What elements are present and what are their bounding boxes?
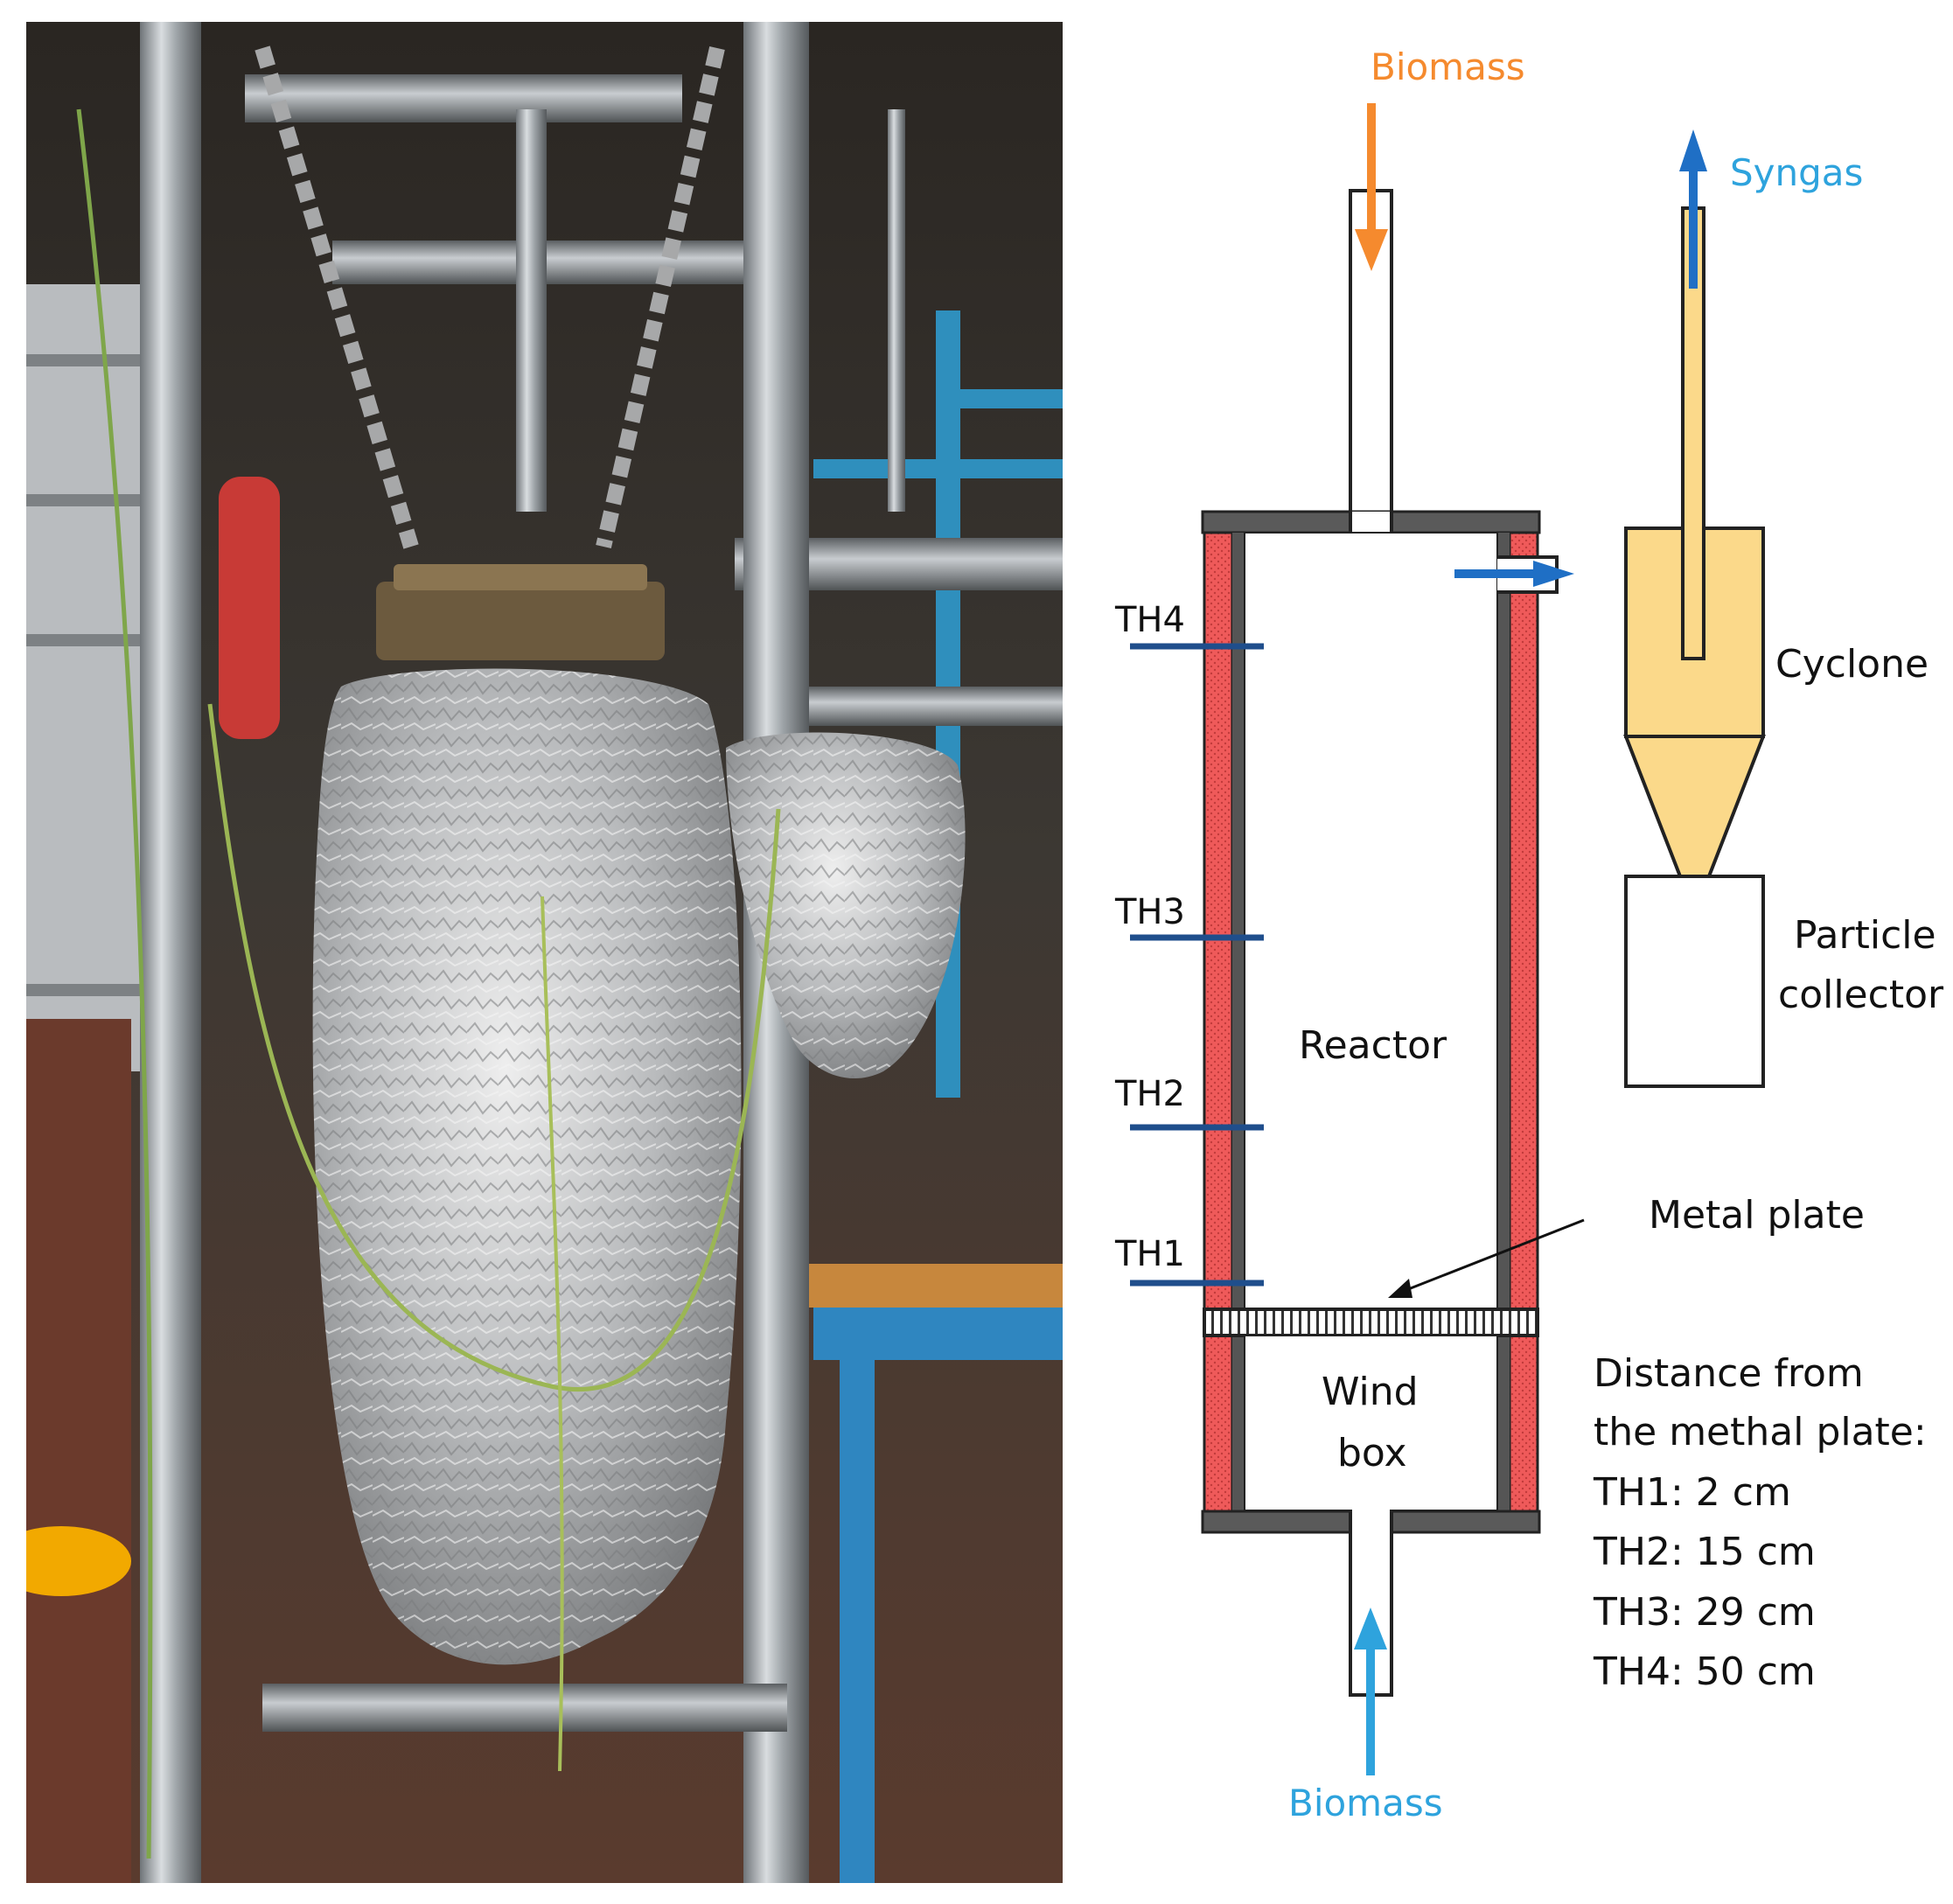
thermocouple-th4: TH4 (1114, 600, 1264, 650)
biomass-top-arrow (1355, 103, 1388, 271)
th3-label: TH3 (1114, 892, 1185, 932)
wind-box-label-line2: box (1337, 1431, 1407, 1475)
reactor-schematic: Biomass Biomass TH4 TH3 (1114, 45, 1944, 1824)
particle-collector-label-line2: collector (1778, 973, 1944, 1017)
outlet-arrow (1454, 561, 1574, 587)
metal-plate-pointer (1394, 1218, 1585, 1296)
distance-title-line1: Distance from (1594, 1351, 1864, 1396)
wind-box-label-line1: Wind (1322, 1370, 1419, 1414)
distance-th2: TH2: 15 cm (1593, 1530, 1816, 1574)
biomass-top-label: Biomass (1371, 45, 1525, 88)
distance-th1: TH1: 2 cm (1593, 1470, 1791, 1515)
reactor-photo (26, 22, 1063, 1883)
reactor-chamber (1244, 532, 1498, 1325)
particle-collector (1624, 875, 1765, 1088)
wall-right (1497, 533, 1510, 1512)
reactor-label: Reactor (1299, 1023, 1447, 1068)
metal-plate-label: Metal plate (1649, 1193, 1865, 1238)
wind-box (1244, 1335, 1498, 1511)
thermocouple-th1: TH1 (1114, 1234, 1264, 1287)
cyclone-label: Cyclone (1775, 642, 1929, 687)
thermocouple-th2: TH2 (1114, 1074, 1264, 1131)
biomass-bottom-label: Biomass (1288, 1782, 1443, 1824)
insulation-left (1203, 531, 1234, 1514)
th2-label: TH2 (1114, 1074, 1185, 1114)
particle-collector-label-line1: Particle (1794, 913, 1936, 958)
thermocouple-th3: TH3 (1114, 892, 1264, 941)
distance-th3: TH3: 29 cm (1593, 1590, 1816, 1635)
th4-label: TH4 (1114, 600, 1185, 640)
syngas-arrow (1679, 129, 1707, 289)
distance-title-line2: the methal plate: (1594, 1410, 1927, 1454)
cyclone-cone (1623, 735, 1766, 878)
insulation-right (1508, 531, 1539, 1514)
th1-label: TH1 (1114, 1234, 1185, 1274)
metal-plate (1203, 1308, 1539, 1337)
biomass-bottom-arrow (1354, 1608, 1387, 1775)
wall-left (1232, 533, 1245, 1512)
distance-th4: TH4: 50 cm (1593, 1649, 1816, 1694)
syngas-label: Syngas (1730, 151, 1863, 194)
